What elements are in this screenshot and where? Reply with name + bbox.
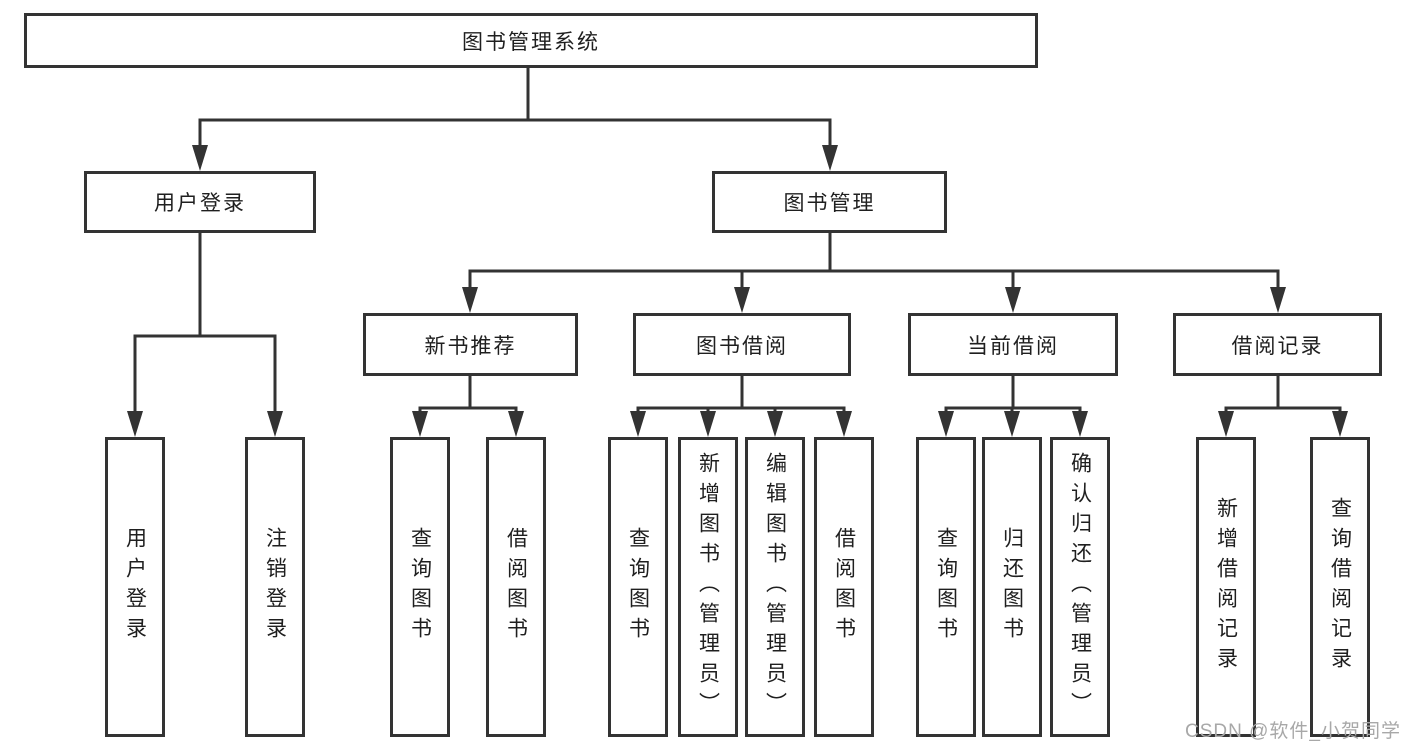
node-current-borrow: 当前借阅 [908,313,1118,376]
edge-current-borrow-branch [938,376,1088,437]
node-user-login: 用户登录 [84,171,316,233]
node-borrow-records: 借阅记录 [1173,313,1382,376]
node-root: 图书管理系统 [24,13,1038,68]
leaf-borrow-books: 借阅图书 [814,437,874,737]
leaf-query-borrow-record: 查询借阅记录 [1310,437,1370,737]
edge-borrow-records-branch [1218,376,1348,437]
leaf-add-borrow-record: 新增借阅记录 [1196,437,1256,737]
edge-new-book-branch [412,376,524,437]
leaf-edit-book-admin: 编辑图书（管理员） [745,437,805,737]
node-book-mgmt: 图书管理 [712,171,947,233]
edge-user-login-branch [127,233,283,437]
leaf-query-books-borrow: 查询图书 [608,437,668,737]
node-book-borrow: 图书借阅 [633,313,851,376]
leaf-user-login: 用户登录 [105,437,165,737]
edge-root-branch [192,68,838,171]
leaf-return-book: 归还图书 [982,437,1042,737]
edge-book-borrow-branch [630,376,852,437]
leaf-borrow-books-recommend: 借阅图书 [486,437,546,737]
leaf-add-book-admin: 新增图书（管理员） [678,437,738,737]
leaf-logout: 注销登录 [245,437,305,737]
leaf-query-books-current: 查询图书 [916,437,976,737]
leaf-confirm-return-admin: 确认归还（管理员） [1050,437,1110,737]
leaf-query-books-recommend: 查询图书 [390,437,450,737]
edge-book-mgmt-branch [462,233,1286,313]
csdn-watermark: CSDN @软件_小贺同学 [1185,721,1401,742]
node-new-book-recommend: 新书推荐 [363,313,578,376]
